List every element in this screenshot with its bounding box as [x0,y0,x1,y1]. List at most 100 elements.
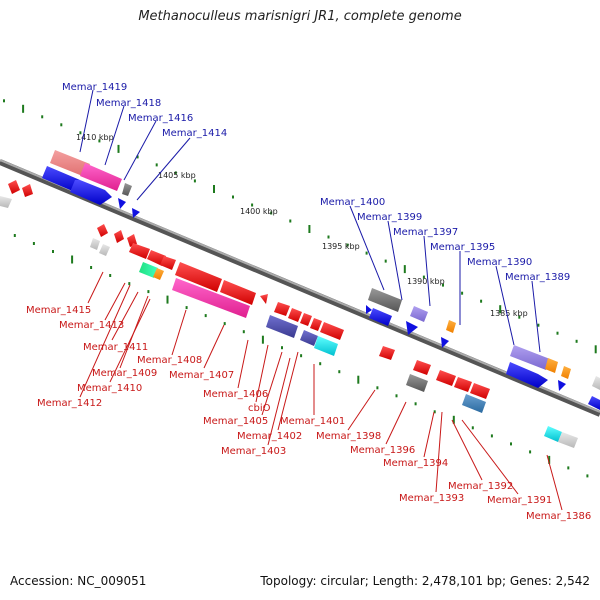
tick-mark [109,274,112,277]
tick-mark [270,211,273,215]
gene-cyan-1401 [314,336,338,356]
tick-mark [529,450,532,454]
gene-red-1406 [260,294,268,304]
tick-mark [13,234,16,237]
label-memar-1415: Memar_1415 [26,305,91,316]
label-memar-1411: Memar_1411 [83,342,148,353]
tick-mark [433,410,436,414]
label-memar-1401: Memar_1401 [280,416,345,427]
tick-mark [98,139,101,143]
tick-mark [480,299,483,303]
tick-mark [166,295,169,304]
gene-red-1409 [129,243,150,259]
label-memar-1397: Memar_1397 [393,227,458,238]
label-memar-1403: Memar_1403 [221,446,286,457]
scale-label: 1385 kbp [490,309,528,318]
scale-label: 1405 kbp [158,171,196,180]
gene-red-1405b [288,308,302,322]
tick-mark [384,259,387,263]
gene-arrow-1414a [118,198,126,209]
tick-mark [422,275,425,279]
tick-mark [586,474,589,478]
label-memar-1395: Memar_1395 [430,242,495,253]
scale-label: 1410 kbp [76,133,114,142]
label-memar-1393: Memar_1393 [399,493,464,504]
tick-mark [204,314,207,318]
tick-mark [242,330,245,334]
gene-blue-1399 [369,308,392,326]
tick-mark [136,155,139,159]
gene-orange-1410 [153,268,164,280]
scale-label: 1400 kbp [240,207,278,216]
gene-lgray-1386 [558,432,578,448]
gene-memar-1413 [99,244,110,256]
tick-mark [223,322,226,326]
tick-mark [232,195,234,199]
gene-red-1408b [220,280,256,305]
gene-gray-1394 [406,374,428,392]
gene-green-1410 [139,262,158,278]
gene-left-red-a [8,180,20,194]
gene-blue-2 [70,180,112,205]
genome-title: Methanoculleus marisnigri JR1, complete … [138,9,462,24]
gene-red-1396 [413,360,431,375]
label-memar-1391: Memar_1391 [487,495,552,506]
tick-mark [308,225,311,233]
tick-mark [32,242,35,245]
gene-magenta-1408 [172,278,250,318]
gene-red-1393 [436,370,456,386]
tick-mark [71,255,74,264]
tick-mark [174,171,177,175]
topology-text: Topology: circular; Length: 2,478,101 bp… [260,574,590,588]
tick-mark [452,415,455,424]
tick-mark [575,339,578,343]
gene-red-1405a [274,302,290,316]
tick-mark [346,243,349,247]
label-memar-1410: Memar_1410 [77,383,142,394]
gene-blue-1389 [506,362,548,388]
tick-mark [442,283,444,287]
tick-mark [251,203,254,207]
tick-mark [327,235,330,239]
accession-text: Accession: NC_009051 [10,574,147,588]
tick-mark [510,442,512,446]
tick-tracks [3,99,597,478]
tick-mark [185,306,188,310]
label-memar-1406: Memar_1406 [203,389,268,400]
tick-mark [79,131,82,135]
tick-mark [193,179,196,183]
tick-mark [376,386,379,390]
tick-mark [3,99,5,103]
tick-mark [499,305,502,314]
label-memar-1418: Memar_1418 [96,98,161,109]
forward-gene-labels: Memar_1419 Memar_1418 Memar_1416 Memar_1… [62,82,570,353]
tick-mark [567,466,570,470]
tick-mark [155,163,158,167]
tick-mark [117,144,120,153]
scale-label: 1390 kbp [407,277,445,286]
gene-teal-1392 [462,394,486,413]
tick-mark [490,434,493,438]
gene-red-1391 [470,383,490,399]
label-memar-1400: Memar_1400 [320,197,385,208]
tick-mark [338,370,341,374]
tick-mark [60,123,63,127]
gene-memar-1390 [510,345,550,370]
tick-mark [461,291,464,295]
gene-arrow-1397 [406,321,418,335]
tick-mark [414,402,417,406]
label-memar-1386: Memar_1386 [526,511,591,522]
gene-red-1405d [310,318,322,331]
gene-arrow-1389 [558,380,566,391]
label-memar-1413: Memar_1413 [59,320,124,331]
tick-mark [365,251,368,255]
tick-mark [300,354,303,358]
scale-labels: 1410 kbp 1405 kbp 1400 kbp 1395 kbp 1390… [76,133,528,318]
tick-mark [213,185,215,193]
tick-mark [594,345,597,354]
tick-mark [518,315,521,319]
label-memar-1405: Memar_1405 [203,416,268,427]
label-memar-1392: Memar_1392 [448,481,513,492]
gene-memar-1418 [80,163,122,191]
